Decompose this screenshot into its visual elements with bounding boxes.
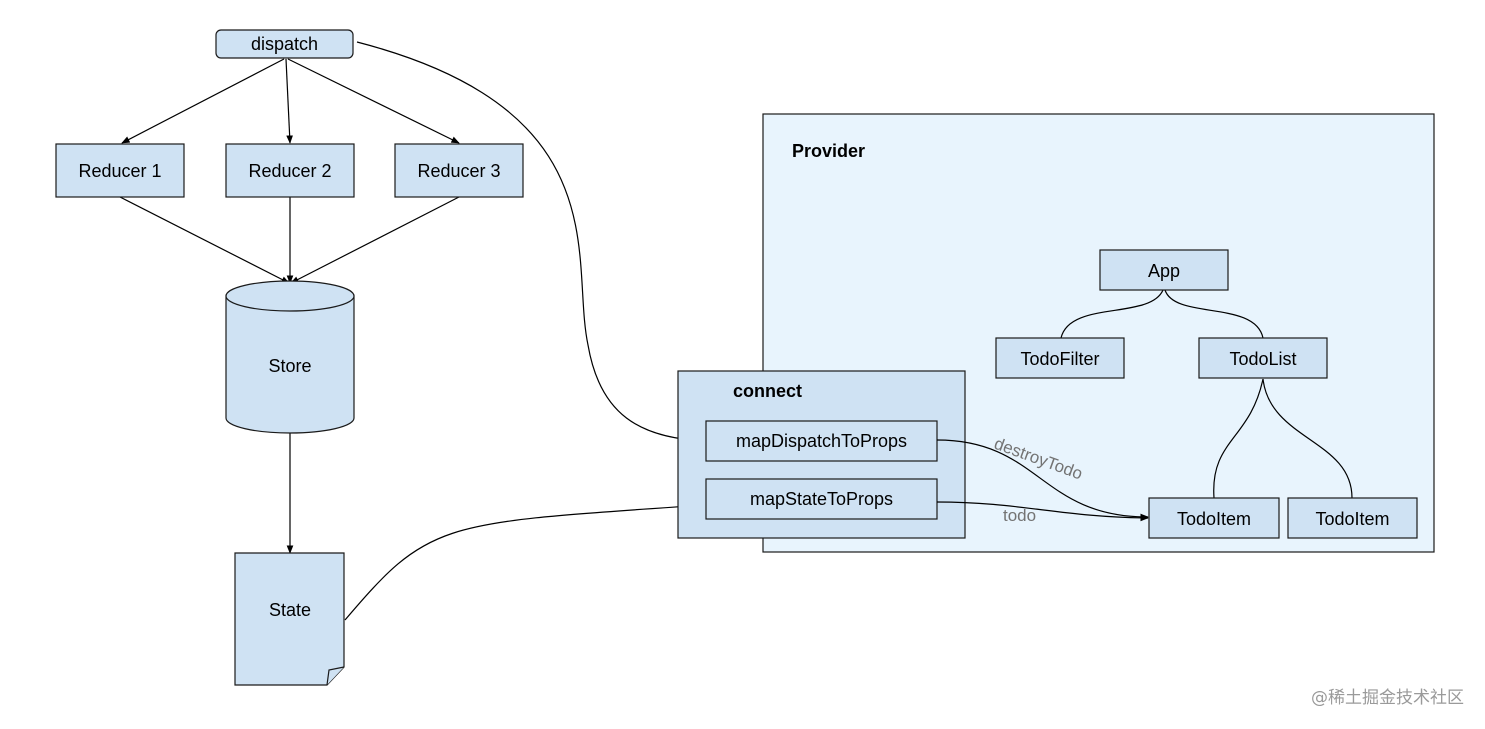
- state-node: [234, 552, 345, 686]
- reducer-2-node: [225, 143, 355, 198]
- map-state-to-props-node: [705, 478, 938, 520]
- store-node: [225, 280, 355, 434]
- edge-dispatch-mapdispatch: [356, 41, 706, 445]
- store-label: Store: [268, 356, 311, 376]
- edge-app-todofilter: [1060, 289, 1164, 339]
- state-label: State: [269, 600, 311, 620]
- reducer-2-label: Reducer 2: [248, 161, 331, 181]
- todo-list-node: [1198, 337, 1328, 379]
- todo-item-node-2: [1287, 497, 1418, 539]
- todo-list-label: TodoList: [1229, 349, 1296, 369]
- edge-app-todolist: [1164, 289, 1264, 339]
- connect-label: connect: [733, 381, 802, 401]
- todo-item-node-1: [1148, 497, 1280, 539]
- edge-todolist-todoitem2: [1262, 378, 1353, 499]
- map-dispatch-to-props-node: [705, 420, 938, 462]
- app-label: App: [1148, 261, 1180, 281]
- edge-todolist-todoitem1: [1213, 378, 1264, 499]
- edge-dispatch-reducer2: [285, 58, 293, 144]
- edge-state-mapstate: [344, 502, 706, 621]
- edge-mapdispatch-todoitem: [936, 439, 1149, 521]
- reducer-1-node: [55, 143, 185, 198]
- reducer-3-node: [394, 143, 524, 198]
- provider-label: Provider: [792, 141, 865, 161]
- edge-mapstate-todoitem: [936, 501, 1149, 522]
- edge-reducer3-store: [290, 196, 460, 284]
- map-dispatch-to-props-label: mapDispatchToProps: [736, 431, 907, 451]
- map-state-to-props-label: mapStateToProps: [750, 489, 893, 509]
- todo-edge-label: todo: [1003, 506, 1036, 525]
- todo-item-label-2: TodoItem: [1315, 509, 1389, 529]
- dispatch-node: [215, 29, 354, 59]
- todo-filter-label: TodoFilter: [1020, 349, 1099, 369]
- edge-dispatch-reducer3: [287, 58, 460, 144]
- todo-item-label-1: TodoItem: [1177, 509, 1251, 529]
- edge-dispatch-reducer1: [121, 58, 285, 144]
- watermark-text: @稀土掘金技术社区: [1311, 688, 1464, 708]
- reducer-3-label: Reducer 3: [417, 161, 500, 181]
- todo-filter-node: [995, 337, 1125, 379]
- reducer-1-label: Reducer 1: [78, 161, 161, 181]
- edge-reducer1-store: [119, 196, 290, 284]
- dispatch-label: dispatch: [251, 34, 318, 54]
- app-node: [1099, 249, 1229, 291]
